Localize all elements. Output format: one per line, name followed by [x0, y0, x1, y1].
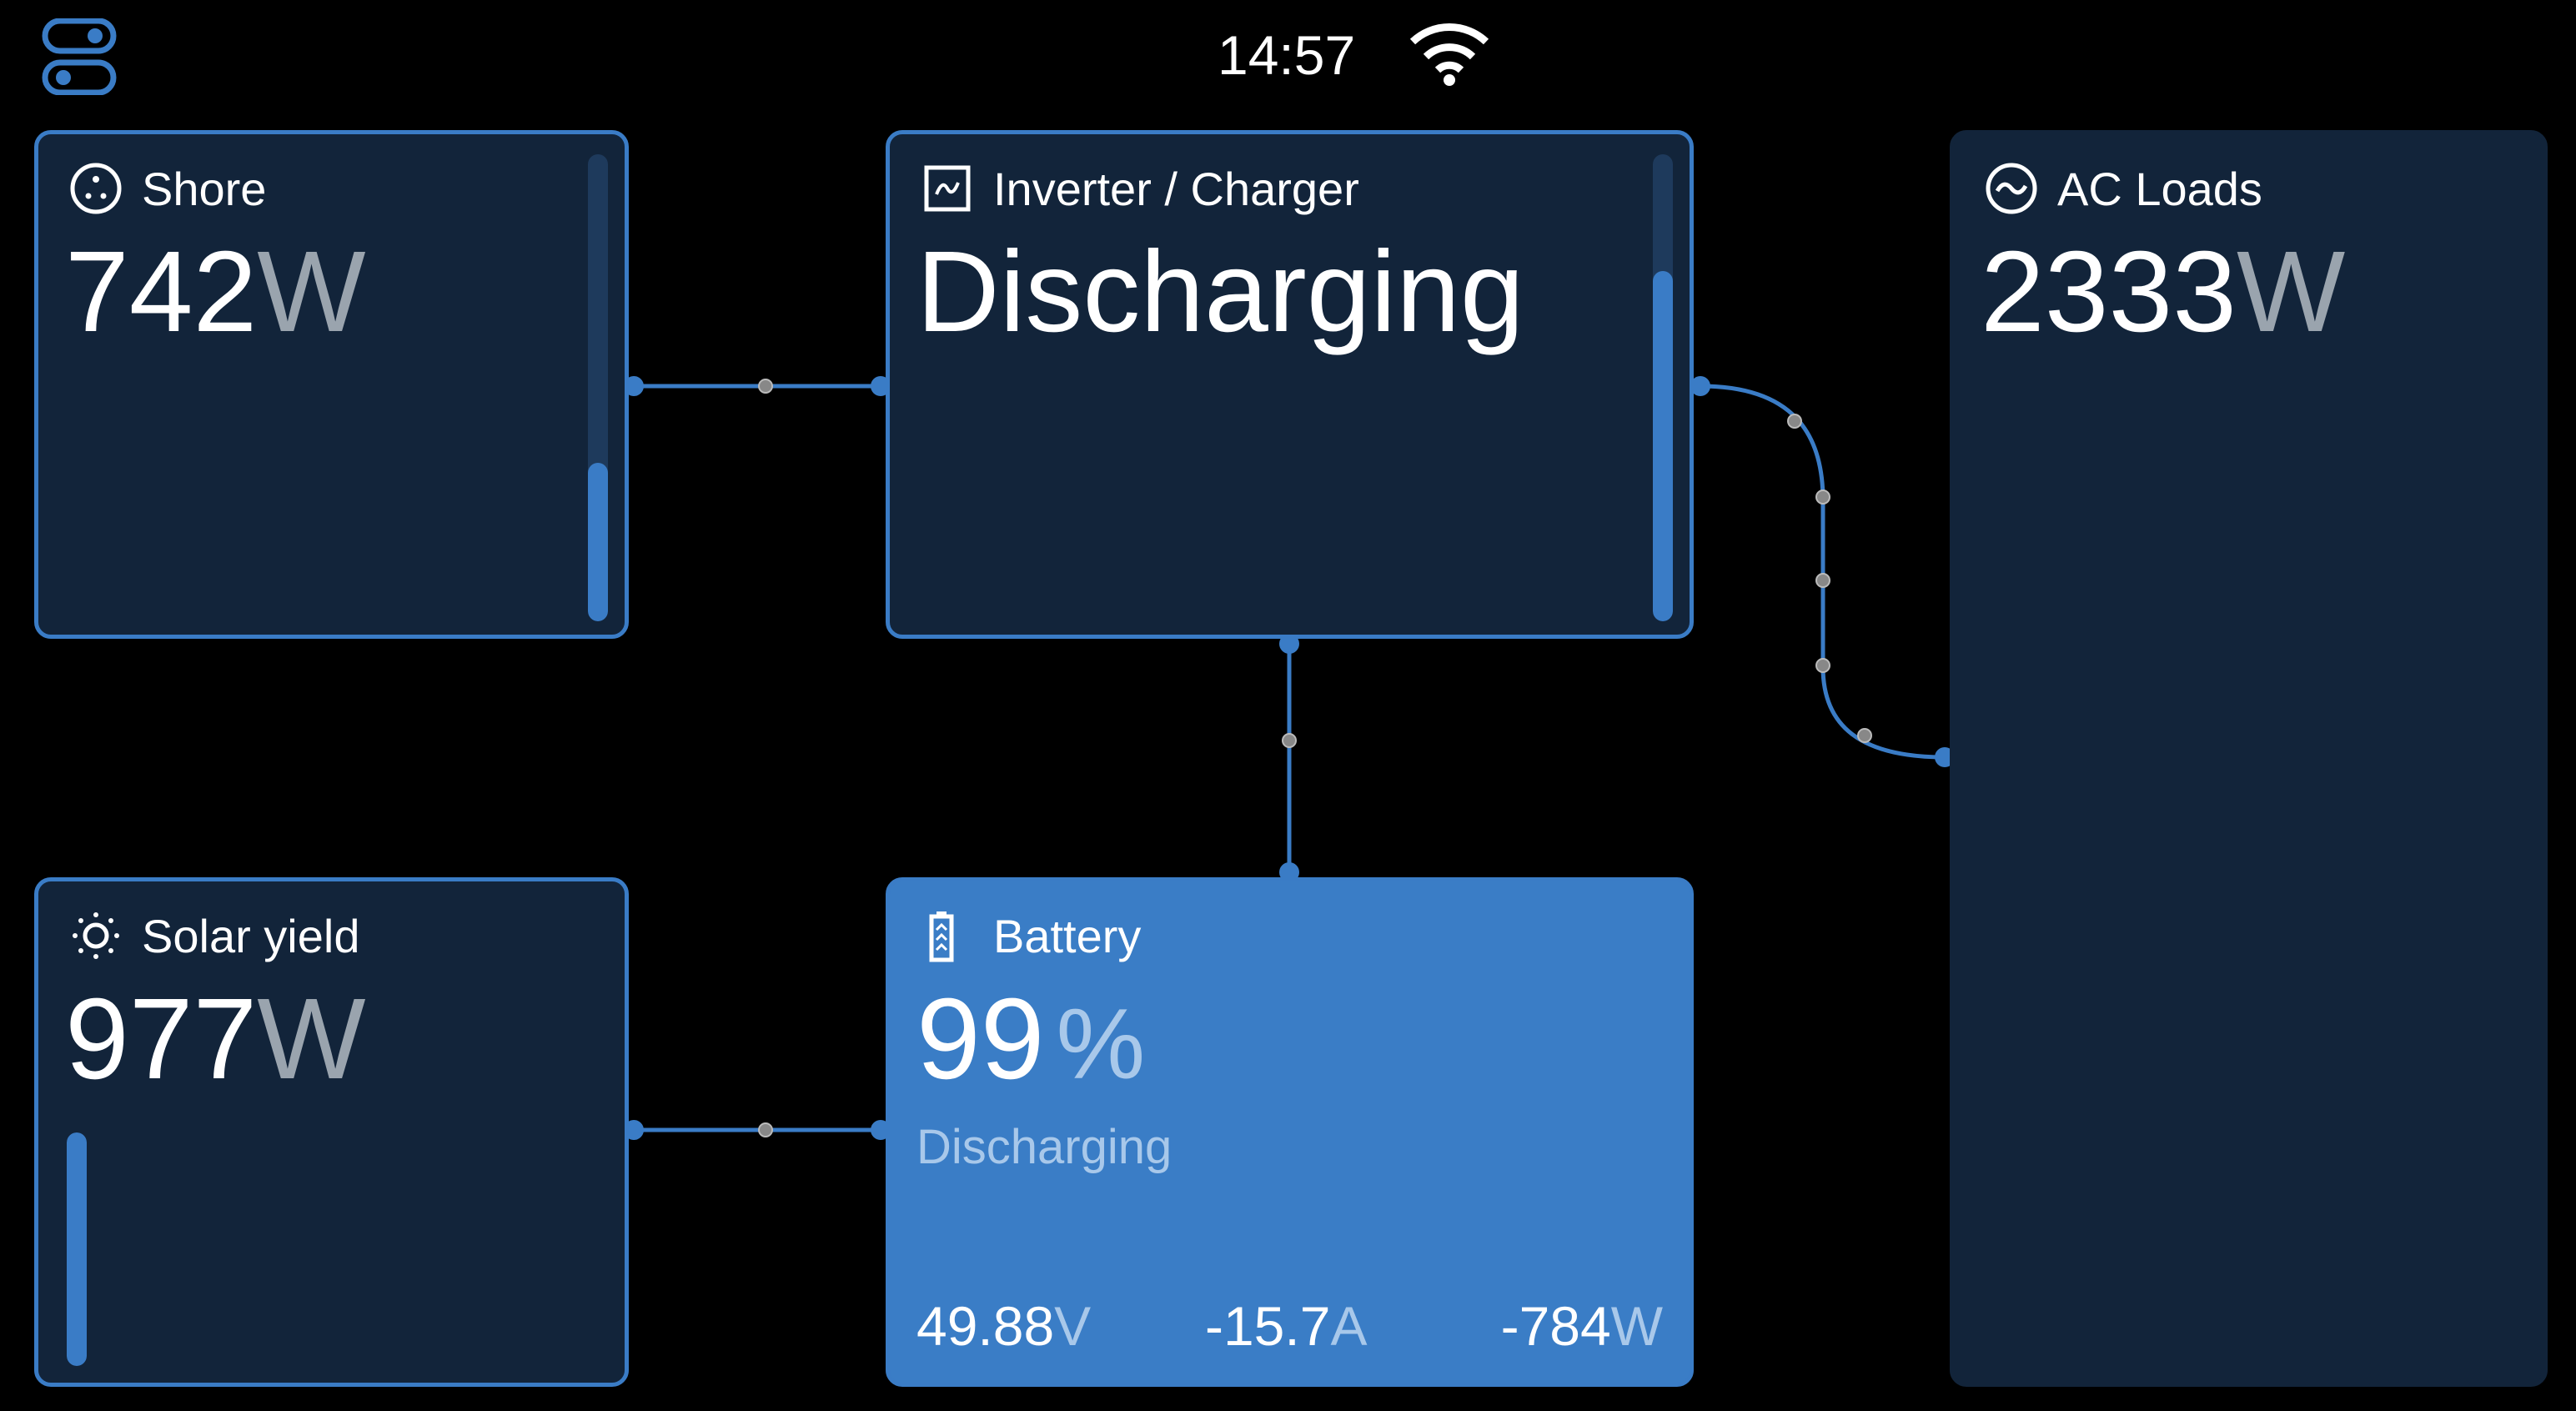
inverter-charger-card[interactable]: Inverter / Charger Discharging: [886, 130, 1694, 639]
inverter-title: Inverter / Charger: [993, 162, 1359, 215]
solar-value: 977: [65, 975, 258, 1103]
shore-power-bar: [588, 154, 608, 621]
battery-power: -784W: [1500, 1295, 1663, 1357]
ac-loads-unit: W: [2237, 228, 2346, 356]
menu-toggle-button[interactable]: [42, 18, 118, 96]
sun-icon: [73, 912, 119, 959]
inverter-icon: [924, 165, 971, 212]
inverter-state: Discharging: [916, 228, 1524, 356]
clock: 14:57: [1218, 24, 1356, 86]
battery-card[interactable]: Battery 99% Discharging 49.88V -15.7A -7…: [886, 877, 1694, 1387]
wifi-icon: [1409, 20, 1489, 91]
battery-current: -15.7A: [1205, 1295, 1368, 1357]
shore-card[interactable]: Shore 742W: [34, 130, 629, 639]
solar-yield-card[interactable]: Solar yield 977W: [34, 877, 629, 1387]
solar-unit: W: [257, 975, 366, 1103]
battery-voltage: 49.88V: [916, 1295, 1092, 1357]
toggles-icon: [42, 18, 117, 96]
battery-title: Battery: [993, 909, 1142, 962]
battery-soc: 99: [916, 975, 1045, 1103]
shore-title: Shore: [142, 162, 267, 215]
battery-state: Discharging: [916, 1120, 1173, 1174]
ac-loads-title: AC Loads: [2057, 162, 2262, 215]
solar-title: Solar yield: [142, 909, 360, 962]
inverter-power-bar: [1653, 154, 1673, 621]
shore-plug-icon: [70, 163, 122, 214]
ac-loads-card[interactable]: AC Loads 2333W: [1950, 130, 2548, 1387]
inverter-acloads-line: [1700, 384, 1946, 760]
ac-wave-icon: [1986, 163, 2037, 214]
shore-value: 742: [65, 228, 258, 356]
solar-power-bar: [67, 1132, 87, 1366]
ac-loads-value: 2333: [1981, 228, 2237, 356]
battery-charging-icon: [929, 911, 954, 962]
battery-soc-unit: %: [1056, 988, 1146, 1100]
shore-unit: W: [257, 228, 366, 356]
